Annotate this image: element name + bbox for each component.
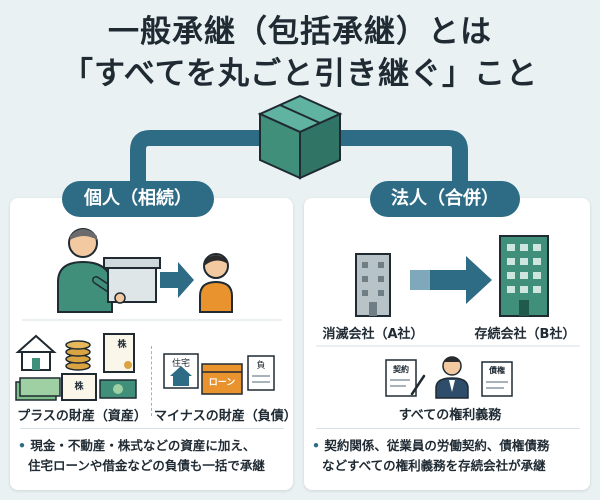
- company-a-label: 消滅会社（A社）: [322, 327, 424, 342]
- employee-icon: [435, 356, 469, 399]
- left-bullet-line1: • 現金・不動産・株式などの資産に加え、: [18, 436, 255, 455]
- connector-left-line: [130, 130, 260, 190]
- contract-document-icon: [385, 359, 426, 397]
- inheritance-panel: [10, 198, 293, 490]
- liabilities-label: マイナスの財産（負債）: [154, 409, 297, 424]
- page-title-line1: 一般承継（包括承継）とは: [108, 14, 492, 50]
- stock-certificate-text: 株: [117, 340, 127, 350]
- assets-liabilities-divider: [151, 346, 152, 416]
- right-bullet-line2-text: などすべての権利義務を存続会社が承継: [322, 458, 546, 473]
- left-bullet-line2-text: 住宅ローンや借金などの負債も一括で承継: [28, 458, 265, 473]
- rights-label: すべての権利義務: [398, 408, 502, 423]
- gift-box-icon: [103, 257, 161, 304]
- company-b-label: 存続会社（B社）: [474, 327, 576, 342]
- claim-document-text: 債権: [489, 366, 505, 375]
- house-icon: [15, 334, 57, 371]
- right-bullet-line1-text: 契約関係、従業員の労働契約、債権債務: [324, 438, 550, 453]
- bullet-dot: •: [312, 438, 320, 453]
- bullet-dot: •: [18, 438, 26, 453]
- loan-box-text: ローン: [208, 378, 236, 388]
- child-person-icon: [199, 253, 233, 313]
- loan-box-icon: [201, 363, 243, 395]
- contract-document-text: 契約: [393, 365, 409, 374]
- merge-arrow-icon: [410, 256, 492, 304]
- claim-document-icon: [481, 361, 513, 397]
- arrow-right-icon: [160, 262, 194, 298]
- page-title-line2: 「すべてを丸ごと引き継ぐ」こと: [62, 56, 538, 92]
- corporate-heading: 法人（合併）: [370, 181, 520, 217]
- assets-label: プラスの財産（資産）: [17, 409, 147, 424]
- banknotes-icon: [99, 379, 137, 399]
- left-separator: [20, 428, 284, 429]
- mortgage-house-icon: [163, 353, 199, 389]
- left-bullet-line1-text: 現金・不動産・株式などの資産に加え、: [30, 438, 256, 453]
- company-a-building-icon: [355, 253, 391, 317]
- debt-document-icon: [247, 355, 275, 391]
- mortgage-house-text: 住宅: [171, 359, 190, 369]
- stock-certificate-icon: [103, 333, 135, 373]
- debt-document-text: 負: [256, 361, 266, 371]
- cash-stack-icon: [15, 377, 61, 401]
- stock-bond-icon: [61, 373, 97, 401]
- right-bullet-line1: • 契約関係、従業員の労働契約、債権債務: [312, 436, 549, 455]
- individual-heading: 個人（相続）: [62, 181, 214, 217]
- box-icon: [257, 94, 343, 180]
- coins-icon: [65, 340, 91, 371]
- stock-bond-text: 株: [74, 382, 84, 392]
- right-separator: [316, 428, 580, 429]
- company-b-building-icon: [499, 235, 549, 317]
- connector-right-line: [340, 130, 468, 190]
